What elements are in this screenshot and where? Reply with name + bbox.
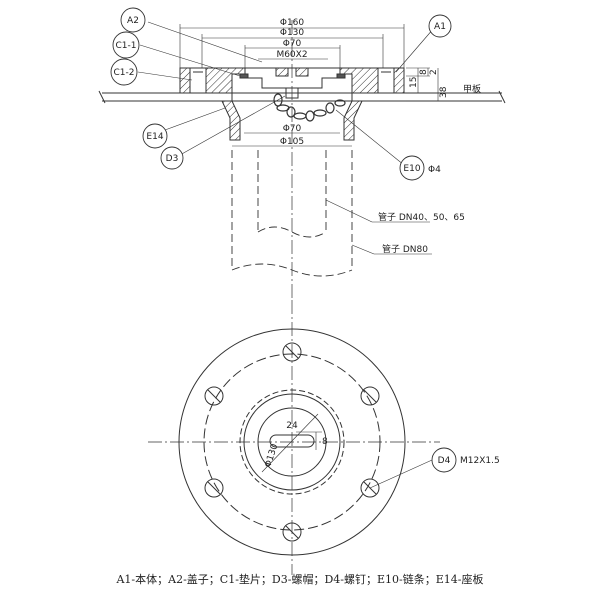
nut-d3 — [285, 87, 299, 99]
body-throat-right — [343, 100, 363, 141]
outer-flange — [178, 328, 406, 556]
leader-pipe-large — [351, 244, 375, 255]
dim-70: Φ70 — [283, 39, 302, 49]
part-labels — [110, 7, 457, 473]
cap-outline — [257, 407, 327, 477]
leader-e10 — [335, 109, 405, 166]
leader-pipe-small — [325, 199, 373, 223]
pipes — [231, 150, 353, 277]
gasket-c1-2 — [336, 73, 346, 79]
cap — [244, 67, 341, 89]
dim-160: Φ160 — [280, 18, 305, 28]
screw-bottom — [282, 522, 302, 542]
label-e10-circle — [399, 155, 425, 181]
chain-e10 — [273, 93, 346, 122]
leader-c1-1 — [139, 44, 241, 77]
dim-8-slot: 8 — [322, 437, 328, 447]
label-d3-circle — [160, 146, 184, 170]
dim-15: 15 — [409, 77, 419, 88]
dim-24: 24 — [286, 421, 298, 431]
dim-105: Φ105 — [280, 137, 304, 147]
deck-break-right — [498, 90, 506, 104]
dim-e10: Φ4 — [428, 165, 441, 175]
screw-top — [282, 342, 302, 362]
leader-c1-2 — [137, 71, 193, 81]
label-a1-circle — [428, 14, 452, 38]
label-e10: E10 — [403, 164, 420, 174]
gasket-c1-1 — [239, 73, 249, 79]
screw-upper-left — [204, 386, 224, 406]
plan-dimension-text: 24 8 Φ130 — [263, 421, 328, 469]
dim-8: 8 — [419, 69, 429, 75]
leader-d4 — [369, 459, 433, 489]
label-d3: D3 — [166, 154, 179, 164]
cap-square-hole — [275, 67, 289, 77]
screw-lower-right — [360, 478, 380, 498]
screw-lower-left — [204, 478, 224, 498]
leader-a1 — [395, 27, 435, 73]
leader-e14 — [164, 107, 226, 131]
note-deck: 甲板 — [463, 83, 481, 95]
throat-dashed — [239, 389, 345, 495]
flange-bolt-left — [189, 67, 207, 94]
plan-view — [148, 300, 440, 575]
screw-upper-right — [360, 386, 380, 406]
dim-130-leader — [261, 413, 319, 473]
note-pipe-small: 管子 DN40、50、65 — [378, 211, 465, 223]
label-c1-1: C1-1 — [116, 41, 137, 51]
dim-thread: M60X2 — [276, 50, 307, 60]
label-e14-circle — [142, 123, 168, 149]
label-a2: A2 — [127, 16, 139, 26]
bolt-circle — [203, 353, 381, 531]
inner-body — [243, 393, 341, 491]
section-view — [98, 20, 506, 300]
notes: 甲板 管子 DN40、50、65 管子 DN80 M12X1.5 — [378, 83, 500, 466]
part-label-text: A2 C1-1 C1-2 E14 D3 A1 E10 D4 — [114, 16, 451, 466]
body-throat-left — [221, 100, 241, 141]
dim-2: 2 — [429, 69, 439, 75]
screws-d4 — [204, 342, 380, 542]
note-pipe-large: 管子 DN80 — [382, 243, 428, 255]
figure-caption: A1-本体；A2-盖子；C1-垫片；D3-螺帽；D4-螺钉；E10-链条；E14… — [115, 572, 483, 586]
label-a2-circle — [120, 7, 146, 33]
label-c1-2-circle — [110, 58, 138, 86]
dim-38: 38 — [439, 86, 449, 98]
dimension-text: Φ160 Φ130 Φ70 M60X2 Φ70 Φ105 15 8 2 38 Φ… — [276, 18, 449, 175]
flange-bolt-right — [377, 67, 395, 94]
leader-d3 — [179, 95, 286, 156]
leader-a2 — [147, 21, 263, 63]
dim-70-lower: Φ70 — [283, 124, 302, 134]
cap-slot — [269, 434, 315, 448]
dim-130: Φ130 — [280, 28, 305, 38]
note-bolt: M12X1.5 — [460, 456, 500, 466]
label-c1-2: C1-2 — [114, 68, 135, 78]
label-e14: E14 — [146, 132, 163, 142]
label-a1: A1 — [434, 22, 446, 32]
label-d4: D4 — [438, 456, 451, 466]
deck-break-left — [98, 90, 106, 104]
label-c1-1-circle — [112, 31, 140, 59]
